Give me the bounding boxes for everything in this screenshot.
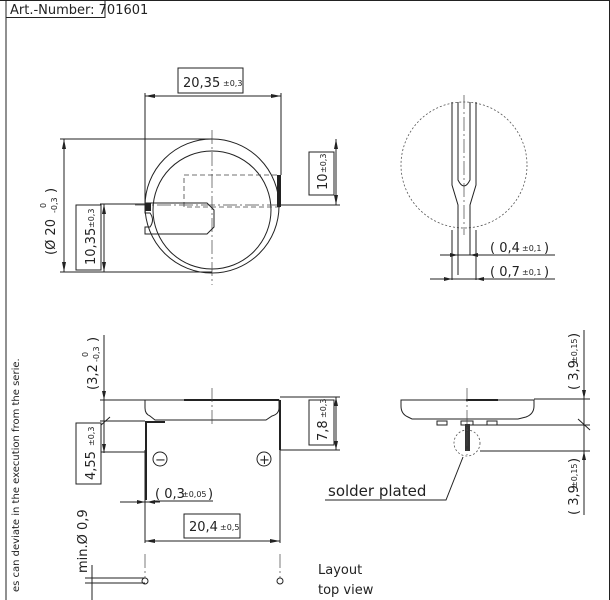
pitch-dim: 20,4 <box>189 520 218 535</box>
svg-text:±0,15: ±0,15 <box>570 463 579 488</box>
svg-text:): ) <box>544 241 549 256</box>
svg-text:±0,15: ±0,15 <box>570 338 579 363</box>
front-view: solder plated ( 3,9 ±0,15 ) ( 3,9 ±0,15 … <box>325 330 591 515</box>
top-height-dim: ( 3,9 <box>567 360 582 390</box>
svg-text:0: 0 <box>39 203 48 208</box>
svg-text:0: 0 <box>81 352 90 357</box>
svg-text:±0,5: ±0,5 <box>220 523 239 532</box>
minus-tab <box>144 202 215 235</box>
svg-text:-0,3: -0,3 <box>50 197 59 213</box>
art-number: Art.-Number: 701601 <box>10 3 148 18</box>
detail-dim-1: ( 0,4 <box>490 241 520 256</box>
svg-text:): ) <box>86 337 101 342</box>
width-dim: 20,35 <box>183 76 220 91</box>
svg-text:): ) <box>44 188 59 193</box>
solder-label: solder plated <box>328 482 426 500</box>
right-dim: 10 <box>316 173 331 190</box>
svg-text:±0,3: ±0,3 <box>87 209 96 228</box>
svg-text:): ) <box>567 458 582 463</box>
svg-text:): ) <box>567 333 582 338</box>
side-view: − + (3,2 0 -0,3 ) 4,55 ±0,3 7,8 ±0,3 <box>75 335 340 600</box>
layout-label: Layout <box>318 563 362 578</box>
art-number-box <box>5 0 106 18</box>
svg-text:±0,1: ±0,1 <box>522 244 541 253</box>
layout-sublabel: top view <box>318 583 374 598</box>
plus-sign: + <box>259 453 270 468</box>
height-dim: (3,2 <box>86 364 101 390</box>
svg-text:): ) <box>208 487 213 502</box>
detail-dim-2: ( 0,7 <box>490 265 520 280</box>
svg-text:±0,3: ±0,3 <box>319 399 328 418</box>
detail-view: ( 0,4 ±0,1 ) ( 0,7 ±0,1 ) <box>400 95 555 281</box>
hole-dim: min.Ø 0,9 <box>76 509 91 573</box>
right-height-dim: 7,8 <box>316 420 331 441</box>
svg-text:±0,05: ±0,05 <box>182 490 207 499</box>
svg-text:): ) <box>544 265 549 280</box>
side-note: es can deviate in the execution from the… <box>11 358 22 592</box>
tab-dim: 10,35 <box>84 228 99 265</box>
lead-dim: 4,55 <box>84 451 99 480</box>
svg-text:±0,1: ±0,1 <box>522 268 541 277</box>
thickness-dim: ( 0,3 <box>155 487 185 502</box>
top-view: 20,35 ±0,3 (Ø 20 0 -0,3 ) 10,35 ±0,3 10 … <box>39 67 340 285</box>
svg-text:±0,3: ±0,3 <box>87 427 96 446</box>
bottom-height-dim: ( 3,9 <box>567 485 582 515</box>
diameter-dim: (Ø 20 <box>44 219 59 255</box>
svg-text:±0,3: ±0,3 <box>223 79 242 88</box>
minus-sign: − <box>155 453 166 468</box>
svg-text:-0,3: -0,3 <box>92 346 101 362</box>
svg-text:±0,3: ±0,3 <box>319 154 328 173</box>
